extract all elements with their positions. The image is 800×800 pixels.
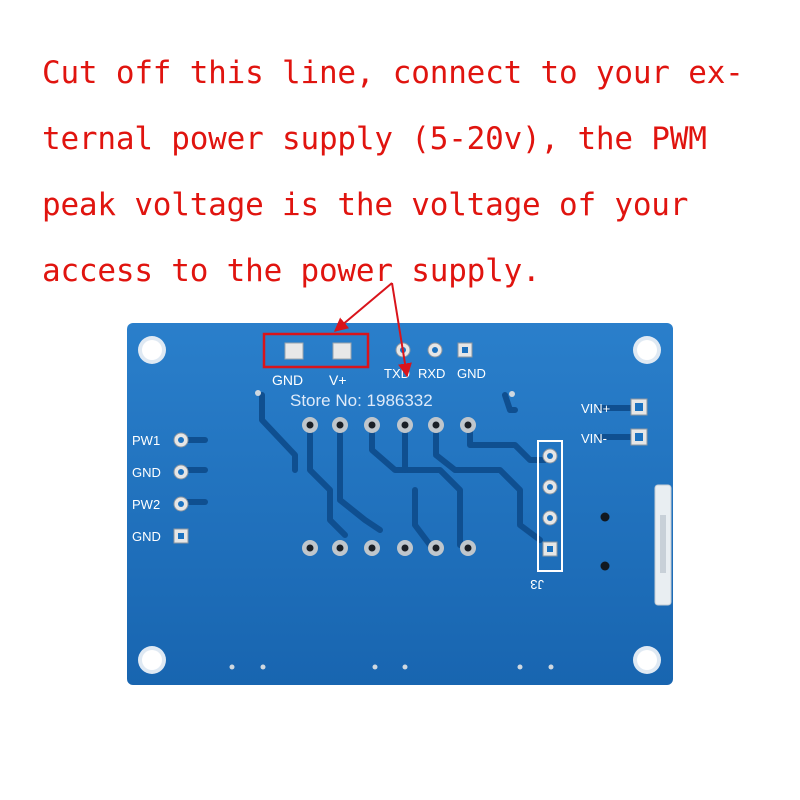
gnd-a-label: GND (132, 465, 161, 480)
vplus-pad (332, 342, 352, 360)
black-vias (600, 512, 610, 571)
caption-line-1: Cut off this line, connect to your ex- (42, 55, 744, 91)
gnd-b-label: GND (132, 529, 161, 544)
vin-plus-label: VIN+ (581, 401, 610, 416)
caption-line-3: peak voltage is the voltage of your (42, 187, 689, 223)
gnd-pad (284, 342, 304, 360)
j3-label: J3 (530, 577, 544, 592)
left-output-pins (173, 432, 189, 544)
store-watermark: Store No: 1986332 (290, 391, 433, 410)
j3-pins (542, 448, 558, 557)
header-pins-bottom (302, 540, 476, 556)
gnd2-label: GND (457, 366, 486, 381)
pw2-label: PW2 (132, 497, 160, 512)
caption-line-4: access to the power supply. (42, 253, 541, 289)
header-pins-top (302, 417, 476, 433)
instruction-caption: Cut off this line, connect to your ex- t… (42, 40, 782, 304)
highlight-box (262, 332, 370, 369)
red-arrows (333, 282, 412, 378)
pw1-label: PW1 (132, 433, 160, 448)
mounting-holes (138, 336, 661, 674)
rxd-label: RXD (418, 366, 445, 381)
bottom-vias (229, 390, 554, 670)
gnd-label: GND (272, 372, 303, 388)
j3-connector-outline (537, 440, 563, 572)
pcb-traces (177, 392, 633, 548)
caption-line-2: ternal power supply (5-20v), the PWM (42, 121, 707, 157)
vplus-label: V+ (329, 372, 347, 388)
vin-minus-label: VIN- (581, 431, 607, 446)
usb-port-opening (660, 515, 666, 573)
